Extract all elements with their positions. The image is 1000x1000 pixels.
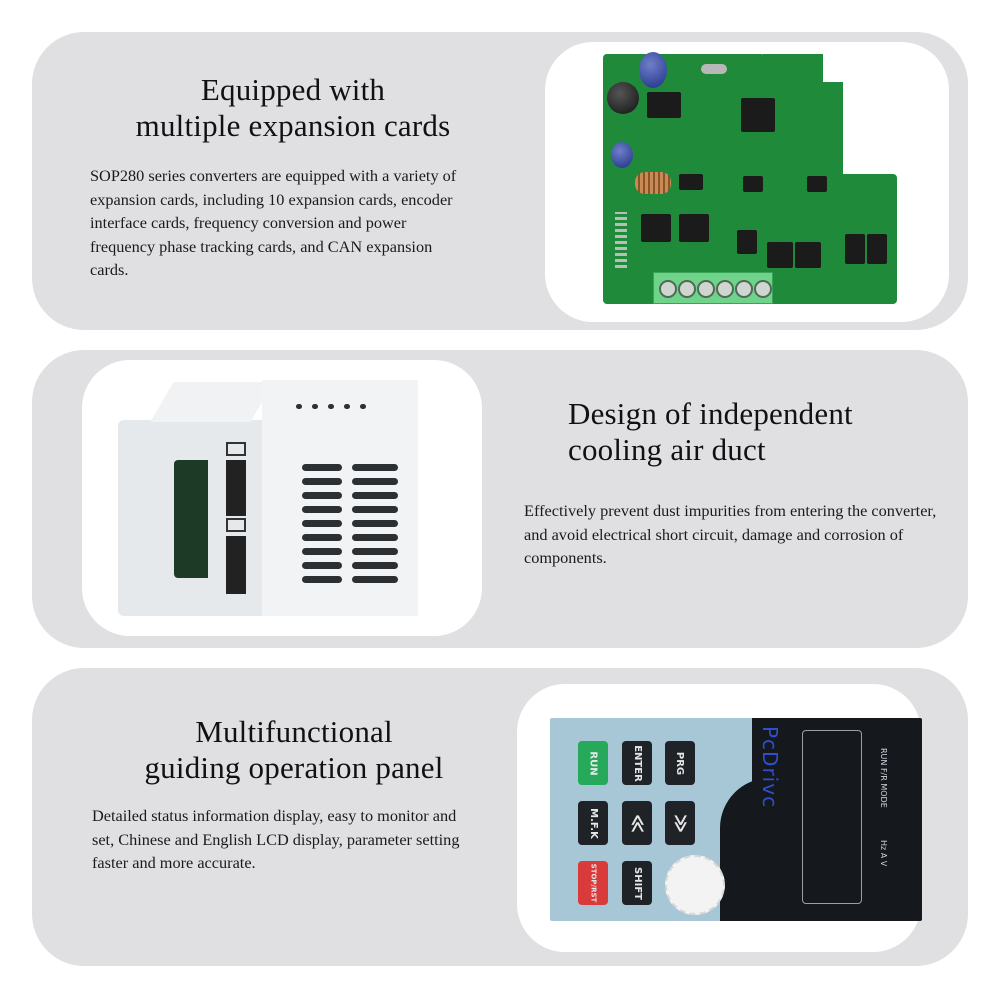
inverter-image	[82, 360, 482, 636]
mfk-key: M.F.K	[578, 801, 608, 845]
section-body-expansion: SOP280 series converters are equipped wi…	[90, 166, 457, 279]
section-body-operation: Detailed status information display, eas…	[92, 806, 460, 872]
stop-reset-key: STOP/RST	[578, 861, 608, 905]
lcd-display	[802, 730, 862, 904]
image-card-inverter	[82, 360, 482, 636]
left-arrow-key: ≪	[622, 801, 652, 845]
status-indicators: RUN F/R MODE	[879, 748, 888, 808]
section-title-expansion: Equipped with multiple expansion cards	[88, 72, 498, 144]
title-line-2: guiding operation panel	[144, 750, 444, 785]
brand-logo: PcDrivc	[758, 726, 782, 809]
enter-key: ENTER	[622, 741, 652, 785]
keypad-image	[550, 718, 922, 921]
right-arrow-key: ≫	[665, 801, 695, 845]
pcb-image	[545, 42, 949, 322]
prg-key: PRG	[665, 741, 695, 785]
title-line-1: Equipped with	[200, 72, 386, 107]
title-line-1: Multifunctional	[195, 714, 393, 749]
section-title-operation: Multifunctional guiding operation panel	[104, 714, 484, 786]
title-line-1: Design of independent	[568, 396, 853, 431]
shift-key: SHIFT	[622, 861, 652, 905]
image-card-pcb	[545, 42, 949, 322]
title-line-2: cooling air duct	[568, 432, 766, 467]
unit-indicators: Hz A V	[879, 840, 888, 867]
section-title-cooling: Design of independent cooling air duct	[568, 396, 908, 468]
title-line-2: multiple expansion cards	[135, 108, 451, 143]
speed-knob-icon	[665, 855, 725, 915]
run-key: RUN	[578, 741, 608, 785]
section-body-cooling: Effectively prevent dust impurities from…	[524, 501, 937, 567]
